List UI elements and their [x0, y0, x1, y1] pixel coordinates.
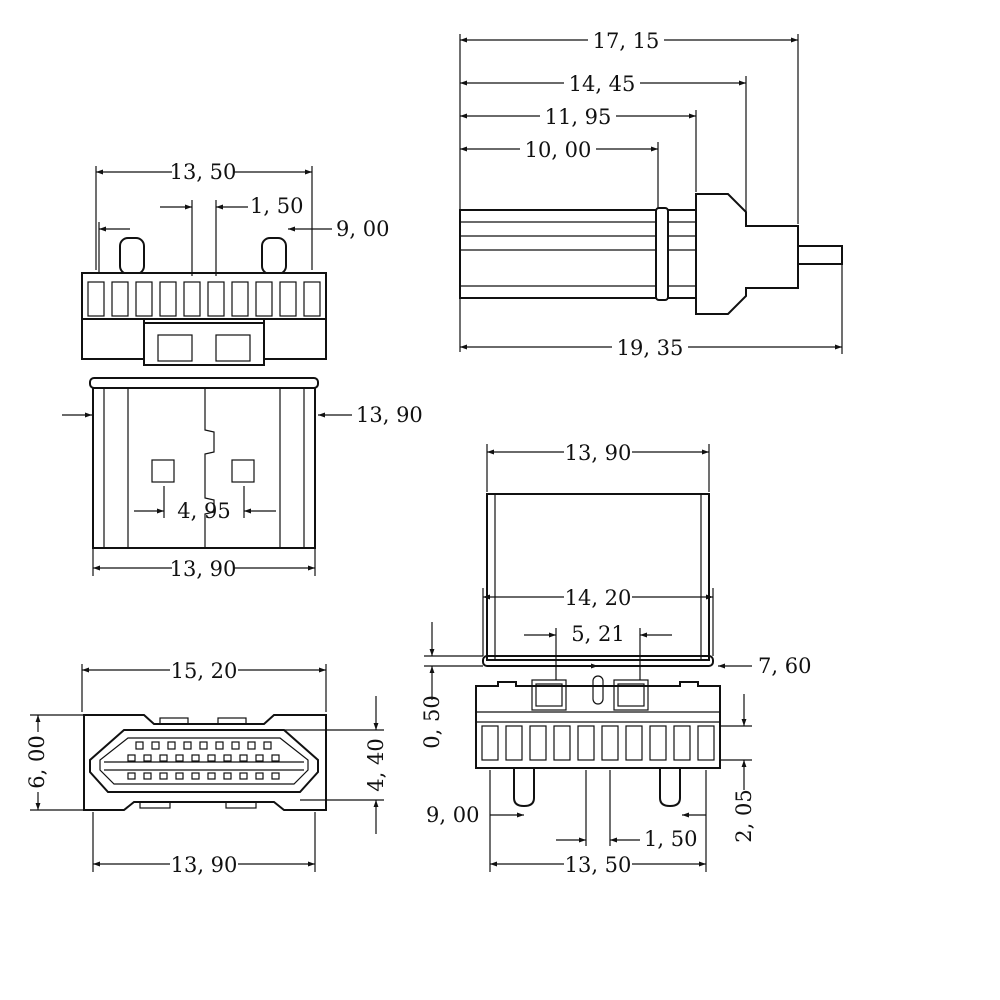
side-view-1195-dim: 11, 95 — [545, 105, 612, 129]
top-view-slot-dim: 4, 95 — [177, 499, 230, 523]
top-view-pitch-dim: 1, 50 — [250, 194, 303, 218]
rear-view-height-dim: 7, 60 — [758, 654, 811, 678]
top-view-side-dim: 13, 90 — [356, 403, 423, 427]
top-view: 13, 50 1, 50 9, 00 13, 90 4, 95 13, 90 — [62, 158, 423, 581]
top-view-bottom-width-dim: 13, 90 — [170, 557, 237, 581]
rear-view-pin-span-dim: 9, 00 — [426, 803, 479, 827]
top-view-pin-span-dim: 9, 00 — [336, 217, 389, 241]
side-view-total-dim: 19, 35 — [617, 336, 684, 360]
rear-view-top-width-dim: 13, 90 — [565, 441, 632, 465]
front-view-inner-height-dim: 4, 40 — [364, 738, 388, 791]
side-view-1445-dim: 14, 45 — [569, 72, 636, 96]
rear-view-bottom-width-dim: 13, 50 — [565, 853, 632, 877]
front-view: 15, 20 6, 00 4, 40 13, 90 — [25, 657, 388, 877]
front-view-bottom-width-dim: 13, 90 — [171, 853, 238, 877]
rear-view-window-dim: 5, 21 — [571, 622, 624, 646]
rear-view: 13, 90 14, 20 5, 21 0, 50 7, 60 2, 05 9,… — [420, 439, 811, 877]
rear-view-offset-dim: 0, 50 — [420, 695, 444, 748]
side-view-1715-dim: 17, 15 — [593, 29, 660, 53]
side-view-1000-dim: 10, 00 — [525, 138, 592, 162]
front-view-outer-width-dim: 15, 20 — [171, 659, 238, 683]
rear-view-pitch-dim: 1, 50 — [644, 827, 697, 851]
side-view: 17, 15 14, 45 11, 95 10, 00 19, 35 — [459, 27, 843, 360]
rear-view-pin-length-dim: 2, 05 — [732, 789, 756, 842]
top-view-width-dim: 13, 50 — [170, 160, 237, 184]
front-view-height-dim: 6, 00 — [25, 735, 49, 788]
rear-view-housing-width-dim: 14, 20 — [565, 586, 632, 610]
